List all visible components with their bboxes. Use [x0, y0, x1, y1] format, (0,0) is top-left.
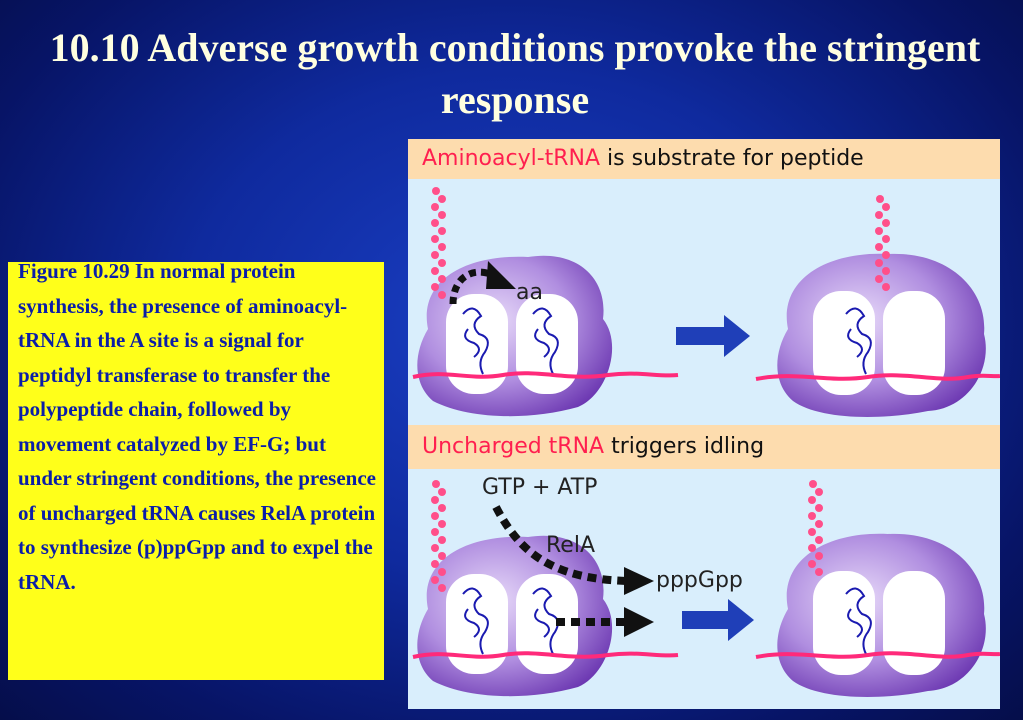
- label-pppgpp: pppGpp: [656, 568, 743, 593]
- bottom-banner-highlight: Uncharged tRNA: [422, 434, 605, 459]
- stringent-response-figure: Aminoacyl-tRNA is substrate for peptide …: [408, 139, 1000, 709]
- top-right-mrna: [755, 373, 1000, 381]
- rela-pathway-arrow: [492, 505, 629, 585]
- top-left-mrna: [412, 371, 679, 379]
- bottom-panel-banner: Uncharged tRNA triggers idling: [408, 425, 1000, 469]
- top-banner-rest: is substrate for peptide: [600, 146, 864, 171]
- label-rela: RelA: [546, 533, 595, 558]
- bottom-right-arrow: [682, 599, 754, 641]
- bottom-left-ribosome: [417, 535, 613, 697]
- bottom-right-mrna: [755, 651, 1000, 659]
- top-right-arrow: [676, 315, 750, 357]
- bottom-right-peptide-chain: [808, 480, 823, 576]
- top-transfer-arrowhead: [486, 261, 516, 289]
- label-gtp-atp: GTP + ATP: [482, 475, 597, 500]
- figure-caption-box: Figure 10.29 In normal protein synthesis…: [8, 259, 384, 680]
- trna-expel-arrowhead: [624, 607, 654, 637]
- bottom-left-peptide-chain: [431, 480, 446, 592]
- slide-title: 10.10 Adverse growth conditions provoke …: [49, 25, 981, 122]
- top-left-ribosome: [417, 255, 613, 417]
- bottom-left-mrna: [412, 651, 679, 659]
- figure-caption: Figure 10.29 In normal protein synthesis…: [18, 259, 376, 594]
- top-banner-highlight: Aminoacyl-tRNA: [422, 146, 601, 171]
- bottom-right-ribosome: [777, 533, 986, 697]
- label-aa: aa: [516, 280, 543, 305]
- top-right-peptide-chain: [875, 195, 890, 291]
- bottom-banner-rest: triggers idling: [604, 434, 765, 459]
- rela-pathway-arrowhead: [624, 567, 654, 595]
- top-panel-banner: Aminoacyl-tRNA is substrate for peptide: [408, 139, 1000, 179]
- figure-drawing: aa: [412, 187, 1000, 697]
- top-left-peptide-chain: [431, 187, 446, 299]
